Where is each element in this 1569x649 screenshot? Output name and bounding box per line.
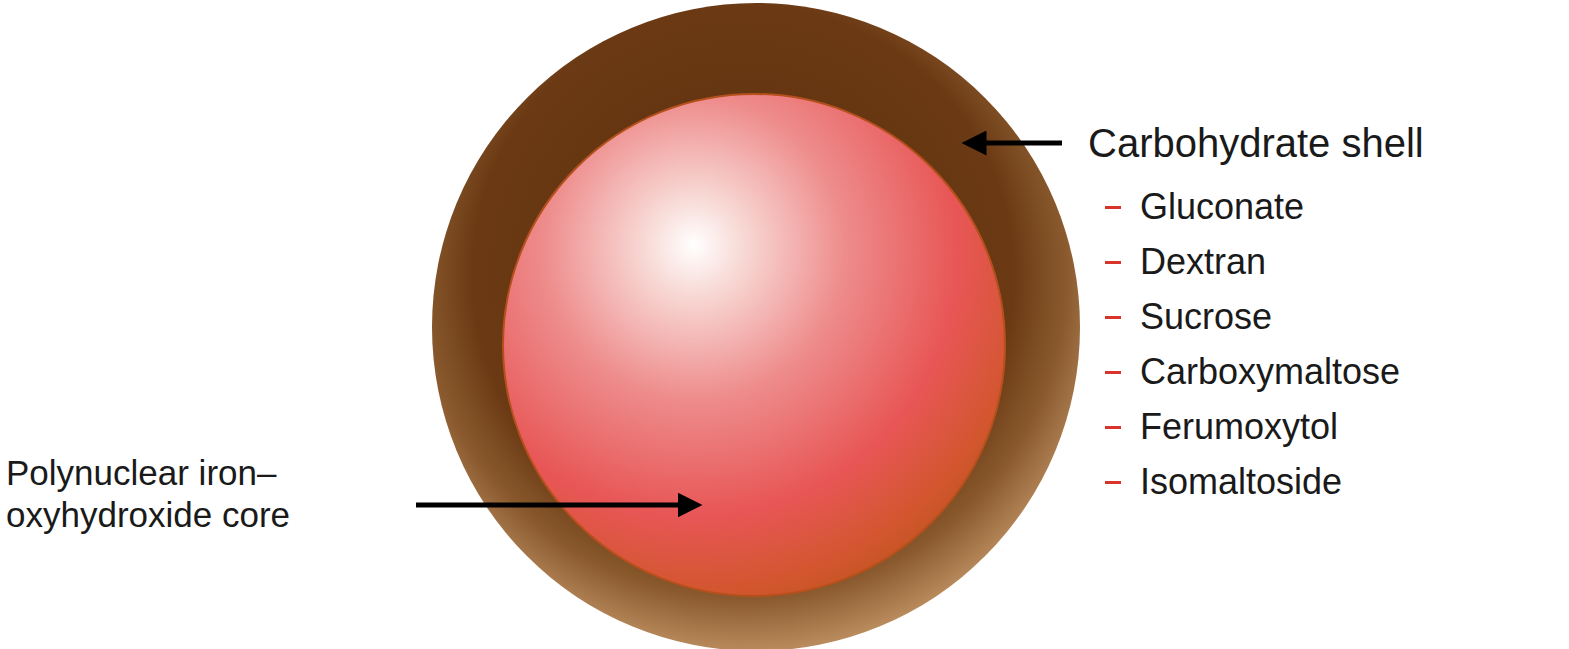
core-label: Polynuclear iron– oxyhydroxide core [6,452,297,536]
list-dash [1105,481,1121,484]
list-dashes [1105,206,1121,484]
list-dash [1105,316,1121,319]
list-dash [1105,426,1121,429]
shell-type: Sucrose [1140,295,1272,338]
list-dash [1105,371,1121,374]
list-dash [1105,261,1121,264]
shell-type: Dextran [1140,240,1266,283]
iron-core [503,94,1005,596]
list-dash [1105,206,1121,209]
leader-arrow [416,503,680,508]
leader-arrow [984,141,1062,146]
carbohydrate-shell [432,3,1080,649]
shell-type: Ferumoxytol [1140,405,1338,448]
shell-type: Carboxymaltose [1140,350,1400,393]
shell-type: Isomaltoside [1140,460,1342,503]
shell-label: Carbohydrate shell [1088,119,1424,167]
shell-type: Gluconate [1140,185,1304,228]
